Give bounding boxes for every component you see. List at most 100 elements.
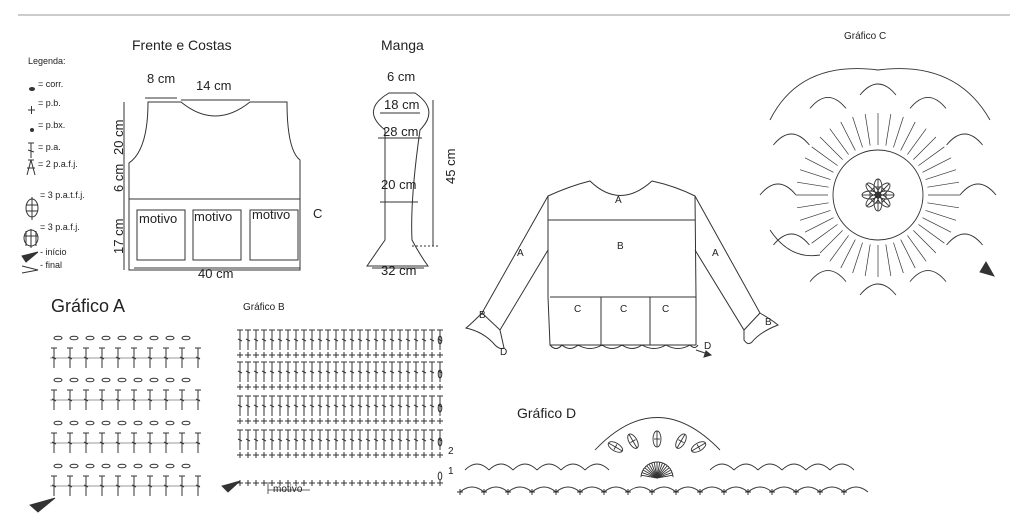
chart-line <box>900 239 916 269</box>
stitch-symbol <box>53 463 63 469</box>
stitch-symbol <box>332 451 340 459</box>
stitch-symbol <box>268 383 276 391</box>
stitch-symbol <box>437 471 443 481</box>
stitch-symbol <box>396 395 404 417</box>
stitch-symbol <box>308 429 316 451</box>
stitch-symbol <box>276 351 284 359</box>
stitch-symbol <box>244 451 252 459</box>
chart-path <box>709 463 735 471</box>
stitch-symbol <box>404 383 412 391</box>
stitch-symbol <box>101 420 111 426</box>
stitch-symbol <box>236 351 244 359</box>
stitch-symbol <box>292 417 300 425</box>
chart-path <box>584 463 610 471</box>
stitch-symbol <box>332 351 340 359</box>
chart-b-row-2: 2 <box>448 446 454 457</box>
stitch-symbol <box>420 351 428 359</box>
stitch-symbol <box>316 479 324 487</box>
stitch-symbol <box>356 451 364 459</box>
chart-b-title: Gráfico B <box>243 302 285 313</box>
stitch-symbol <box>236 361 244 383</box>
stitch-symbol <box>372 451 380 459</box>
stitch-symbol <box>300 429 308 451</box>
stitch-symbol <box>324 429 332 451</box>
stitch-symbol <box>396 429 404 451</box>
stitch-symbol <box>689 439 708 455</box>
stitch-symbol <box>404 329 412 351</box>
chart-path <box>769 68 991 121</box>
stitch-symbol <box>284 329 292 351</box>
stitch-symbol <box>268 329 276 351</box>
stitch-symbol <box>260 361 268 383</box>
stitch-symbol <box>101 335 111 341</box>
chart-path <box>979 261 995 277</box>
stitch-symbol <box>380 351 388 359</box>
stitch-symbol <box>236 383 244 391</box>
chart-line <box>811 146 838 166</box>
stitch-symbol <box>412 429 420 451</box>
stitch-symbol <box>388 329 396 351</box>
stitch-symbol <box>396 383 404 391</box>
stitch-symbol <box>364 395 372 417</box>
chart-line <box>852 116 863 148</box>
stitch-symbol <box>673 431 689 451</box>
chart-line <box>885 244 892 277</box>
stitch-symbol <box>348 479 356 487</box>
stitch-symbol <box>380 395 388 417</box>
stitch-symbol <box>300 351 308 359</box>
stitch-symbol <box>316 417 324 425</box>
stitch-symbol <box>436 479 444 487</box>
stitch-symbol <box>324 417 332 425</box>
stitch-symbol <box>133 420 143 426</box>
chart-path <box>594 417 721 451</box>
chart-line <box>922 217 952 233</box>
legend-item-single: = p.b. <box>38 98 61 108</box>
chart-path <box>829 463 855 471</box>
stitch-symbol <box>308 329 316 351</box>
chart-line <box>913 230 937 254</box>
chart-b-row-1: 1 <box>448 466 454 477</box>
chart-path <box>759 183 797 196</box>
chart-line <box>852 242 863 274</box>
three-treble-cluster-icon <box>25 197 39 220</box>
chart-path <box>946 233 983 246</box>
stitch-symbol <box>276 383 284 391</box>
stitch-symbol <box>260 479 268 487</box>
motif-label-3: motivo <box>252 207 291 222</box>
stitch-symbol <box>260 329 268 351</box>
chart-path <box>723 486 749 493</box>
garment-label-a-top: A <box>615 195 622 206</box>
stitch-symbol <box>396 329 404 351</box>
stitch-symbol <box>252 329 260 351</box>
stitch-symbol <box>356 329 364 351</box>
stitch-symbol <box>117 335 127 341</box>
stitch-symbol <box>388 479 396 487</box>
stitch-symbol <box>252 479 260 487</box>
motif-box-1 <box>136 209 186 261</box>
stitch-symbol <box>388 451 396 459</box>
chart-line <box>811 224 838 244</box>
chart-path <box>536 463 562 471</box>
stitch-symbol <box>332 395 340 417</box>
stitch-symbol <box>284 429 292 451</box>
stitch-symbol <box>388 361 396 383</box>
stitch-symbol <box>420 395 428 417</box>
stitch-symbol <box>420 429 428 451</box>
stitch-symbol <box>340 479 348 487</box>
stitch-symbol <box>252 351 260 359</box>
chart-path <box>733 463 759 471</box>
chart-path <box>560 463 586 471</box>
stitch-symbol <box>308 395 316 417</box>
assembled-garment <box>464 180 779 358</box>
stitch-symbol <box>420 329 428 351</box>
stitch-symbol <box>117 377 127 383</box>
stitch-symbol <box>181 420 191 426</box>
stitch-symbol <box>332 479 340 487</box>
two-dc-together-icon <box>26 159 36 176</box>
chart-line <box>829 128 849 155</box>
motif-label-2: motivo <box>194 209 233 224</box>
stitch-symbol <box>428 429 436 451</box>
chart-line <box>799 210 831 221</box>
stitch-symbol <box>244 329 252 351</box>
